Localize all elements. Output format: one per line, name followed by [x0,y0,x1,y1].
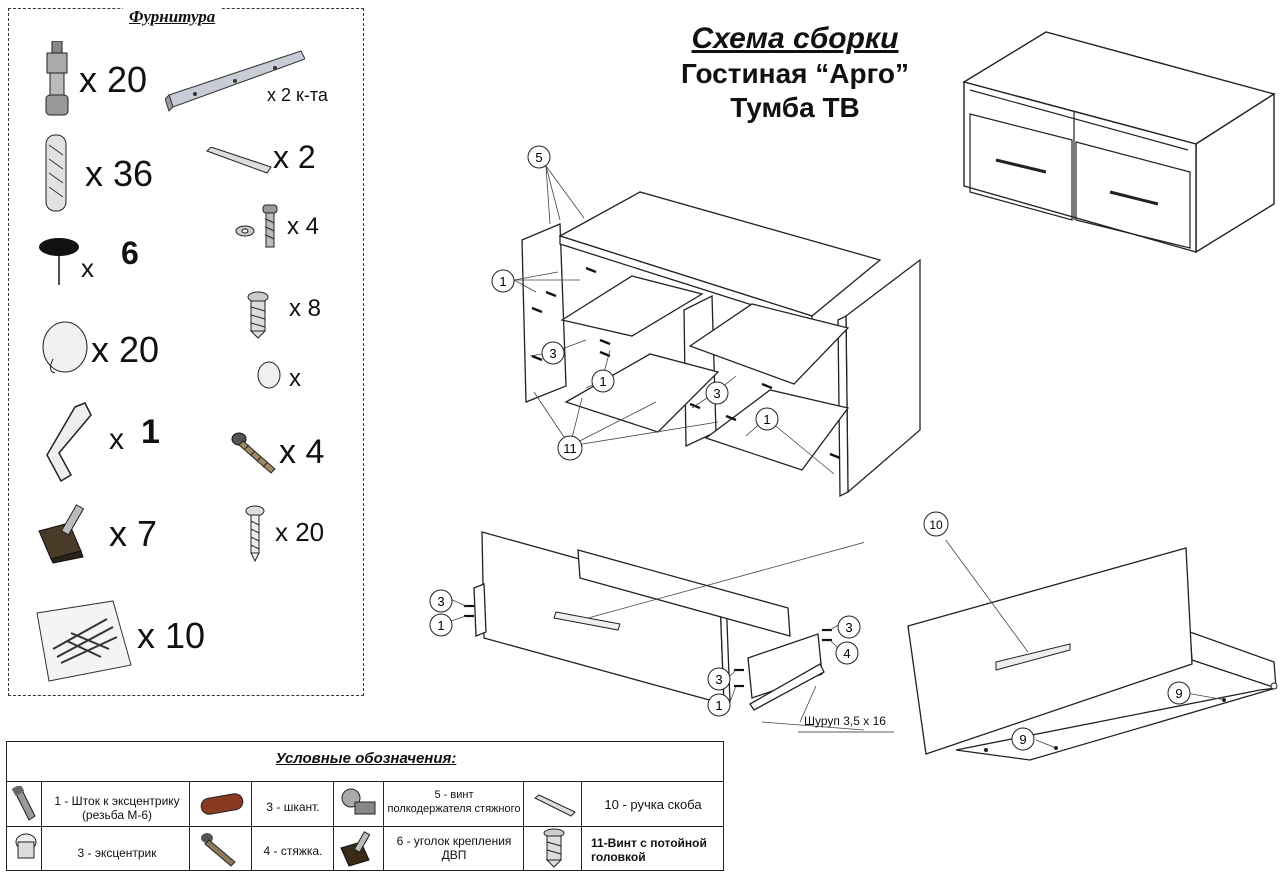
legend-handle-bar-icon [534,794,576,817]
hex-key-icon [46,402,92,483]
qty-dowel: х 36 [85,153,154,194]
legend-corner-bracket-icon [340,831,371,867]
svg-text:11: 11 [563,441,577,456]
legend-tie-screw-icon [201,833,236,867]
qty-corner-bracket: х 7 [109,513,158,554]
svg-text:3: 3 [713,386,720,401]
svg-text:1: 1 [763,412,770,427]
svg-text:1: 1 [437,618,444,633]
callout-3-mid: 3 [705,381,729,405]
svg-text:3: 3 [715,672,722,687]
legend-eccentric-icon [15,833,37,859]
callout-5-top: 5 [527,145,551,169]
svg-text:9: 9 [1175,686,1182,701]
drawer-exploded-view [447,531,864,731]
legend-text-tie-screw: 4 - стяжка. [263,844,323,858]
cover-cap-icon [42,321,88,374]
hardware-title: Фурнитура [123,7,222,27]
qty-small-cap: х [289,365,301,392]
screw-size-label: Шуруп 3,5 х 16 [804,714,886,728]
qty-confirmat-screw: х 4 [279,433,325,471]
legend-eccentric-rod-icon [11,786,36,821]
callout-1-right: 1 [755,407,779,431]
screw-label-underline [798,731,894,733]
legend-text-handle: 10 - ручка скоба [604,797,702,812]
callout-1-drawer-left: 1 [429,613,453,637]
qty-hex-key-count: 1 [141,413,160,451]
callout-3-drawer-left: 3 [429,589,453,613]
callout-1-drawer-bottom: 1 [707,693,731,717]
qty-eccentric-rod: х 20 [79,59,148,100]
legend-table: Условные обозначения: 1 - Шток к эксцент… [6,741,724,871]
qty-screw-bag: х 10 [137,615,206,656]
qty-wood-screw: х 20 [275,517,325,547]
screw-washer-icon [235,204,278,248]
screw-bag-icon [36,600,132,682]
callout-3-drawer-right: 3 [837,615,861,639]
qty-countersunk-screw: х 8 [289,295,322,322]
legend-countersunk-screw-icon [543,828,565,868]
callout-3-left: 3 [541,341,565,365]
qty-hex-key-x: х [109,423,124,456]
svg-text:3: 3 [549,346,556,361]
hardware-panel: Фурнитура х 20 х 2 к-та х 36 х 2 х 6 х 4 [8,7,364,696]
legend-title: Условные обозначения: [275,750,457,767]
small-cap-icon [257,361,281,389]
legend-text-dowel: 3 - шкант. [266,800,320,814]
cabinet-exploded-view [513,165,921,498]
callout-4-drawer: 4 [835,641,859,665]
svg-text:1: 1 [499,274,506,289]
legend-dowel-icon [200,793,244,815]
svg-text:1: 1 [599,374,606,389]
legend-text-eccentric-rod: 1 - Шток к эксцентрику(резьба М-6) [54,794,180,822]
callout-1-mid: 1 [591,369,615,393]
product-line: Гостиная “Арго” [680,58,910,89]
qty-drawer-slide: х 2 к-та [267,85,328,105]
qty-shelf-support-count: 6 [121,235,139,271]
callout-9-right: 9 [1167,681,1191,705]
svg-text:1: 1 [715,698,722,713]
handle-bar-icon [206,147,272,174]
svg-text:10: 10 [929,518,943,532]
svg-text:3: 3 [845,620,852,635]
finished-tv-stand-illustration [962,31,1276,254]
svg-text:4: 4 [843,646,850,661]
wood-screw-icon [245,505,265,563]
shelf-support-icon [39,238,79,285]
svg-text:5: 5 [535,150,542,165]
diagram-title: Схема сборки [691,22,899,55]
confirmat-screw-icon [231,432,276,474]
countersunk-screw-icon [247,291,269,339]
qty-shelf-support-x: х [81,253,94,283]
qty-screw-washer: х 4 [287,213,320,240]
eccentric-rod-icon [45,41,69,116]
assembled-drawer-view [907,540,1278,761]
qty-cover-cap: х 20 [91,329,160,370]
corner-bracket-icon [38,504,85,564]
drawer-slide-icon [165,50,305,112]
callout-10: 10 [923,511,949,537]
svg-text:9: 9 [1019,732,1026,747]
dowel-icon [45,134,67,212]
qty-handle-bar: х 2 [273,139,316,175]
callout-9-bottom: 9 [1011,727,1035,751]
callout-1-left: 1 [491,269,515,293]
callout-3-drawer-bottom: 3 [707,667,731,691]
svg-text:3: 3 [437,594,444,609]
legend-text-eccentric: 3 - эксцентрик [77,846,157,860]
callout-11: 11 [557,435,583,461]
product-name: Тумба ТВ [730,92,860,123]
legend-shelf-screw-icon [341,788,376,815]
